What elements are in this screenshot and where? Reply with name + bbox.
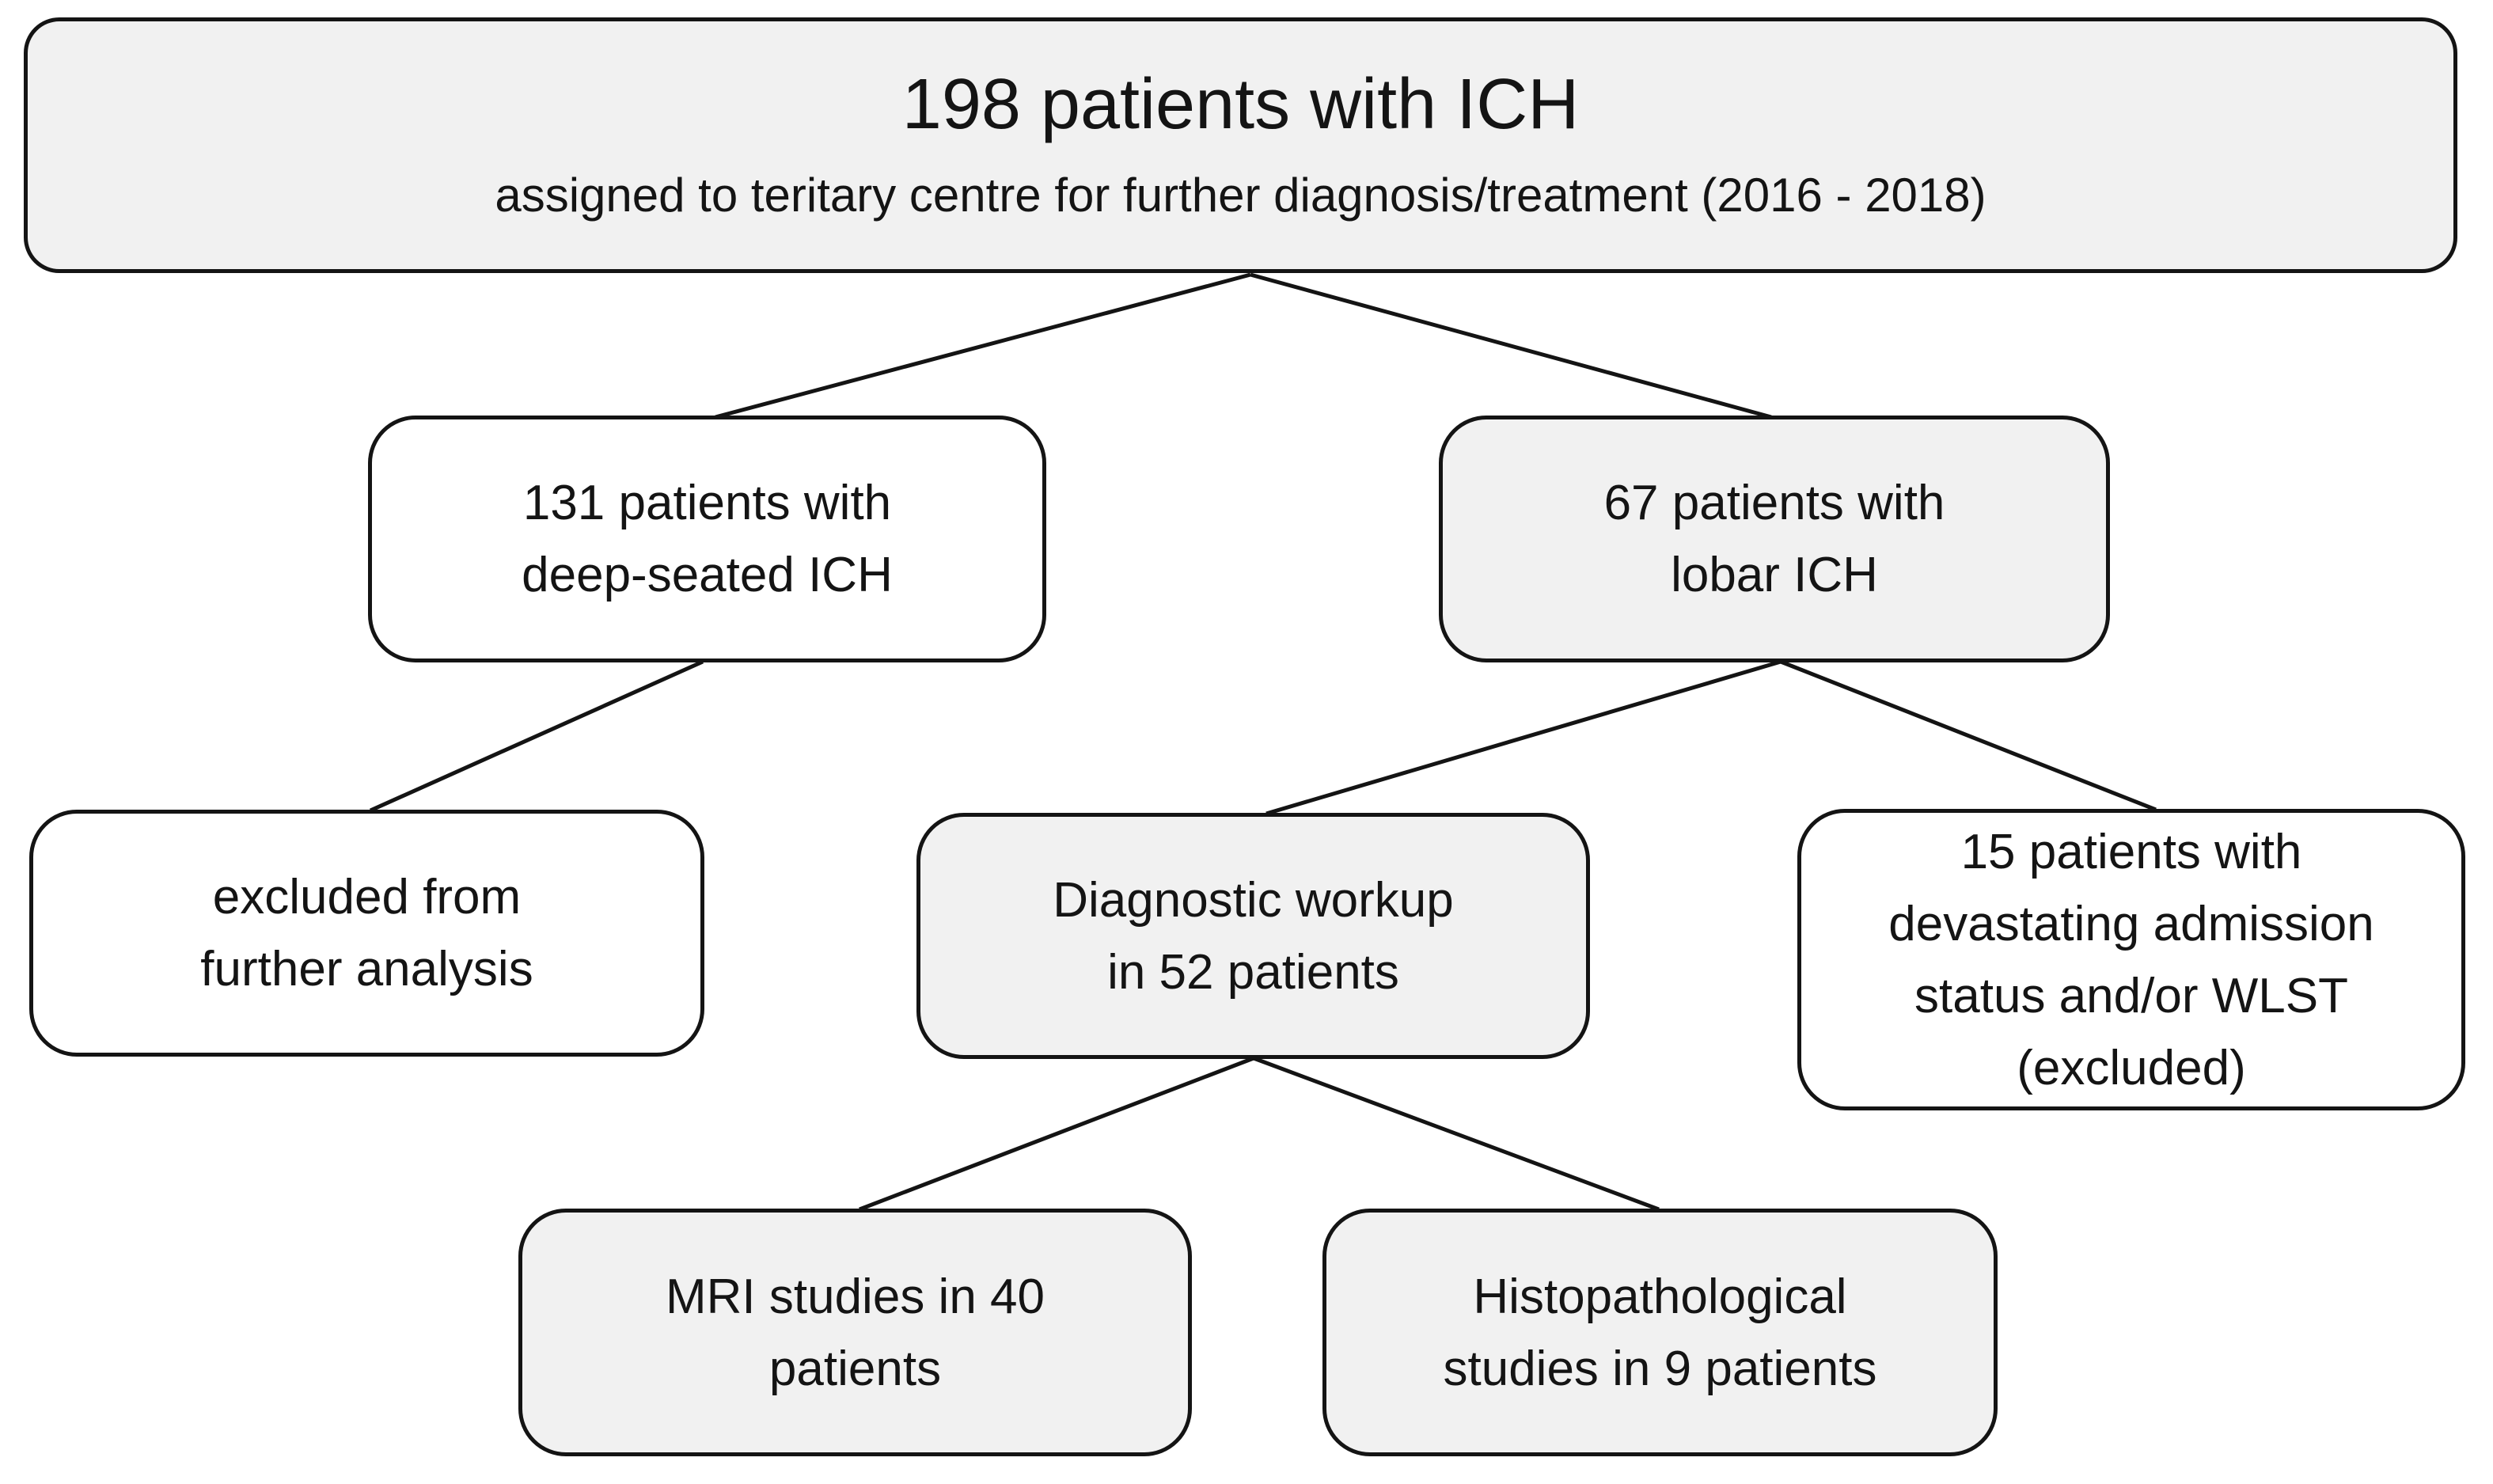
connector-lobar-to-devastating [1780, 659, 2157, 812]
node-root-title: 198 patients with ICH [901, 64, 1580, 144]
node-excluded-from-analysis: excluded from further analysis [29, 810, 704, 1057]
node-devastating-line2: devastating admission [1888, 896, 2374, 951]
node-root-subtitle: assigned to teritary centre for further … [495, 168, 1986, 222]
node-lobar-line1: 67 patients with [1603, 476, 1945, 530]
node-histo-line1: Histopathological [1473, 1269, 1847, 1324]
connector-workup-to-mri [859, 1056, 1254, 1212]
node-mri-line2: patients [768, 1341, 942, 1396]
node-histo-line2: studies in 9 patients [1443, 1341, 1877, 1396]
node-diagnostic-workup: Diagnostic workup in 52 patients [916, 813, 1590, 1059]
node-devastating-line1: 15 patients with [1960, 824, 2302, 879]
node-lobar-ich: 67 patients with lobar ICH [1439, 416, 2110, 662]
node-devastating-admission: 15 patients with devastating admission s… [1797, 809, 2465, 1110]
node-workup-line1: Diagnostic workup [1053, 872, 1454, 928]
connector-deep-seated-to-excluded [369, 659, 704, 813]
node-devastating-line3: status and/or WLST [1914, 968, 2348, 1023]
node-mri-line1: MRI studies in 40 [666, 1269, 1045, 1324]
node-deep-seated-line1: 131 patients with [522, 476, 892, 530]
node-excluded-line1: excluded from [212, 870, 522, 924]
node-workup-line2: in 52 patients [1107, 944, 1399, 1000]
connector-lobar-to-diagnostic-workup [1265, 659, 1782, 816]
connector-root-to-deep-seated [715, 272, 1251, 419]
node-excluded-line2: further analysis [200, 942, 533, 996]
node-root-198-patients: 198 patients with ICH assigned to terita… [24, 17, 2457, 273]
node-mri-studies: MRI studies in 40 patients [518, 1209, 1192, 1456]
node-histopathological-studies: Histopathological studies in 9 patients [1322, 1209, 1998, 1456]
node-deep-seated-line2: deep-seated ICH [522, 548, 893, 602]
node-devastating-line4: (excluded) [2017, 1040, 2246, 1095]
connector-root-to-lobar [1250, 272, 1772, 419]
node-deep-seated-ich: 131 patients with deep-seated ICH [368, 416, 1046, 662]
node-lobar-line2: lobar ICH [1671, 548, 1878, 602]
connector-workup-to-histopathological [1253, 1056, 1660, 1212]
